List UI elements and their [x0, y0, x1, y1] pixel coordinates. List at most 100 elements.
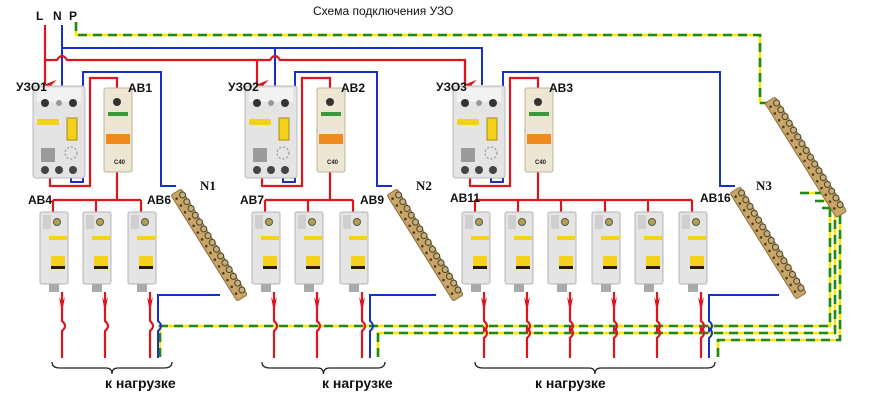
- bus-hole: [785, 276, 788, 280]
- breaker-top-slot: [131, 215, 139, 229]
- bus-screw-icon: [403, 205, 411, 213]
- breaker-label-strip: [601, 236, 619, 240]
- bus-screw-icon: [238, 286, 246, 294]
- breaker-top-slot: [595, 215, 603, 229]
- group-breaker: [339, 211, 369, 292]
- load-output-wire: [148, 292, 155, 358]
- load-arrow-icon: [524, 297, 530, 312]
- breaker-body: [103, 87, 133, 173]
- load-output-wire: [315, 292, 322, 358]
- bus-screw-icon: [815, 167, 823, 175]
- bus-screw-icon: [794, 133, 802, 141]
- group-breaker-label-last: АВ16: [700, 191, 731, 205]
- bus-hole: [395, 204, 399, 207]
- neutral-bus-2: [387, 189, 464, 301]
- breaker-rating: C40: [535, 160, 547, 166]
- breaker-label-strip: [557, 236, 575, 240]
- breaker-toggle: [603, 256, 617, 266]
- bus-screw-icon: [771, 243, 779, 251]
- bus-screw-icon: [196, 218, 204, 226]
- neutral-bus-label-3: N3: [756, 178, 772, 193]
- bus-hole: [205, 244, 208, 248]
- terminal-screw-icon: [253, 99, 261, 107]
- group-breaker: [591, 211, 621, 292]
- main-breaker-label-3: АВ3: [549, 81, 573, 95]
- load-arrow-icon: [102, 297, 108, 312]
- bus-screw-icon: [832, 194, 840, 202]
- main-breaker-2: C40: [316, 87, 346, 173]
- bus-screw-icon: [183, 198, 191, 206]
- breaker-toggle-slot: [559, 266, 573, 269]
- pe-bus: [765, 97, 847, 218]
- rcd-device-3: [452, 85, 506, 179]
- breaker-toggle: [473, 256, 487, 266]
- bus-hole: [399, 210, 403, 214]
- terminal-screw-icon: [96, 218, 104, 226]
- bus-screw-icon: [755, 216, 763, 224]
- bus-screw-icon: [208, 238, 216, 246]
- bus-hole: [437, 272, 441, 275]
- main-breaker-label-2: АВ2: [341, 81, 365, 95]
- brand-logo-icon: [108, 112, 128, 116]
- pe-group3-wire-stripe: [716, 212, 842, 357]
- bus-screw-icon: [221, 259, 229, 267]
- bus-hole: [789, 283, 793, 287]
- breaker-label-strip: [137, 236, 155, 240]
- load-output-wire: [272, 292, 279, 358]
- rcd-diagram-icon: [276, 146, 290, 160]
- group-breaker-label-last: АВ9: [360, 193, 384, 207]
- bus-screw-icon: [788, 270, 796, 278]
- neutral-group2-load-wire: [369, 294, 436, 358]
- rcd-toggle: [486, 117, 498, 141]
- load-label: к нагрузке: [535, 375, 606, 391]
- breaker-label-strip: [688, 236, 706, 240]
- bus-hole: [751, 222, 754, 226]
- load-output-wire: [699, 292, 706, 358]
- bus-screw-icon: [819, 174, 827, 182]
- breaker-label-strip: [471, 236, 489, 240]
- breaker-toggle-slot: [351, 266, 365, 269]
- load-arrow-icon: [314, 297, 320, 312]
- bus-hole: [803, 159, 806, 163]
- pe-group1-wire-stripe: [158, 198, 832, 357]
- load-output-wire: [482, 292, 489, 358]
- breaker-bottom-terminal: [644, 284, 654, 292]
- load-output-wire: [360, 292, 367, 358]
- rcd-label-strip: [457, 119, 479, 125]
- pe-group3-wire: [716, 212, 842, 357]
- bus-screw-icon: [790, 126, 798, 134]
- bus-screw-icon: [780, 257, 788, 265]
- bus-screw-icon: [433, 252, 441, 260]
- terminal-screw-icon: [561, 218, 569, 226]
- bus-screw-icon: [759, 223, 767, 231]
- group-breaker: [461, 211, 491, 292]
- neutral-rcd3-to-bus: [490, 71, 735, 187]
- breaker-body: [316, 87, 346, 173]
- breaker-toggle-slot: [646, 266, 660, 269]
- breaker-toggle-slot: [51, 266, 65, 269]
- load-arrow-icon: [147, 297, 153, 312]
- breaker-top-slot: [508, 215, 516, 229]
- breaker-top-slot: [255, 215, 263, 229]
- group-breaker: [39, 211, 69, 292]
- bus-screw-icon: [229, 272, 237, 280]
- neutral-bus-1: [171, 189, 248, 301]
- bus-hole: [221, 272, 225, 275]
- bus-hole: [747, 215, 750, 219]
- terminal-screw-icon: [267, 166, 275, 174]
- breaker-bottom-terminal: [557, 284, 567, 292]
- breaker-top-slot: [86, 215, 94, 229]
- bus-hole: [450, 292, 454, 295]
- breaker-toggle: [516, 256, 530, 266]
- bus-screw-icon: [828, 187, 836, 195]
- breaker-label-strip: [261, 236, 279, 240]
- bus-hole: [192, 224, 195, 228]
- breaker-toggle-slot: [94, 266, 108, 269]
- breaker-label-strip: [304, 236, 322, 240]
- breaker-toggle: [319, 134, 343, 144]
- bus-hole: [811, 173, 815, 176]
- bus-hole: [782, 125, 785, 129]
- neutral-main-wire: [61, 25, 483, 85]
